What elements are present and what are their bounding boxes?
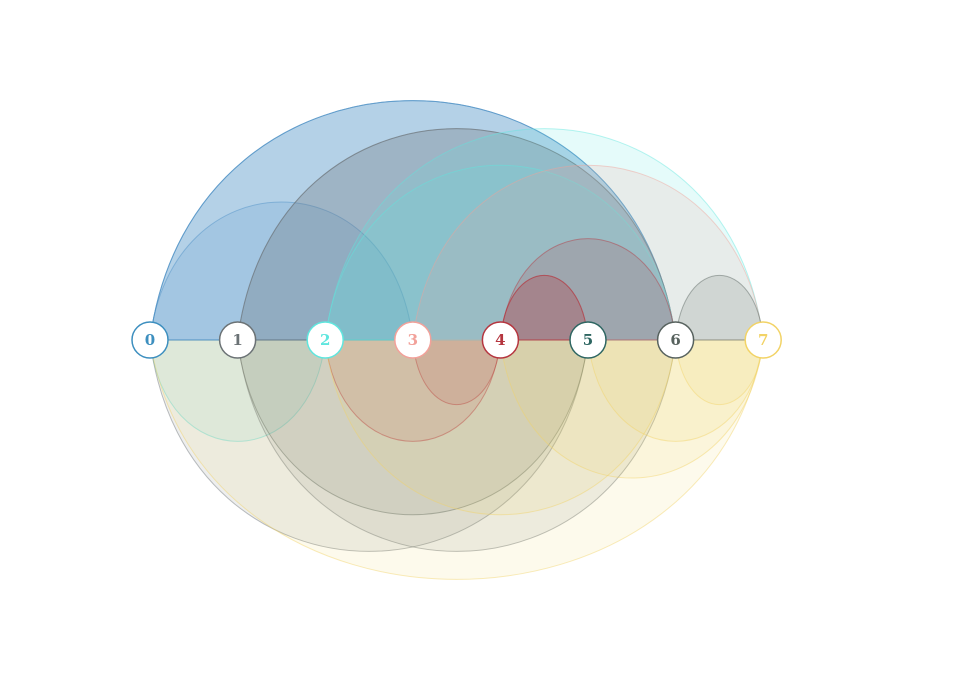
edge-above-1-6 bbox=[237, 128, 677, 341]
node-label: 3 bbox=[408, 331, 418, 349]
edge-below-4-7 bbox=[499, 339, 764, 479]
node-label: 6 bbox=[670, 331, 680, 349]
edge-above-0-3 bbox=[149, 201, 414, 341]
arcs-below-group bbox=[149, 339, 764, 580]
node-label: 2 bbox=[320, 331, 330, 349]
edge-above-2-6 bbox=[324, 164, 677, 341]
edge-above-0-6 bbox=[149, 100, 677, 341]
node-5[interactable]: 5 bbox=[569, 321, 607, 359]
edge-below-1-6 bbox=[237, 339, 677, 552]
node-label: 1 bbox=[232, 331, 242, 349]
edge-below-5-7 bbox=[587, 339, 764, 442]
node-label: 7 bbox=[758, 331, 768, 349]
node-3[interactable]: 3 bbox=[394, 321, 432, 359]
node-6[interactable]: 6 bbox=[656, 321, 695, 359]
edge-above-0-6 bbox=[149, 100, 677, 341]
node-label: 5 bbox=[583, 331, 593, 349]
edge-below-2-4 bbox=[324, 339, 501, 442]
edge-below-0-2 bbox=[149, 339, 326, 442]
node-circle[interactable] bbox=[306, 321, 344, 359]
edge-above-2-7 bbox=[324, 128, 764, 341]
node-label: 0 bbox=[145, 331, 155, 349]
node-circle[interactable] bbox=[218, 321, 257, 359]
node-circle[interactable] bbox=[569, 321, 607, 359]
node-circle[interactable] bbox=[394, 321, 432, 359]
node-circle[interactable] bbox=[744, 321, 782, 359]
edge-below-2-6 bbox=[324, 339, 677, 516]
edge-below-0-5 bbox=[149, 339, 589, 552]
nodes-group: 0 1 2 3 4 5 6 7 bbox=[131, 321, 782, 359]
arcs-above-group bbox=[149, 100, 764, 341]
node-0[interactable]: 0 bbox=[131, 321, 169, 359]
edge-above-1-6 bbox=[237, 128, 677, 341]
node-label: 4 bbox=[495, 331, 505, 349]
node-circle[interactable] bbox=[656, 321, 695, 359]
edge-above-0-6 bbox=[149, 100, 677, 341]
node-2[interactable]: 2 bbox=[306, 321, 344, 359]
node-circle[interactable] bbox=[481, 321, 520, 359]
edge-below-0-7 bbox=[149, 339, 764, 580]
edge-below-1-5 bbox=[237, 339, 589, 516]
node-4[interactable]: 4 bbox=[481, 321, 520, 359]
edge-above-4-6 bbox=[499, 238, 677, 341]
node-circle[interactable] bbox=[131, 321, 169, 359]
node-1[interactable]: 1 bbox=[218, 321, 257, 359]
edge-above-3-7 bbox=[412, 164, 764, 341]
node-7[interactable]: 7 bbox=[744, 321, 782, 359]
